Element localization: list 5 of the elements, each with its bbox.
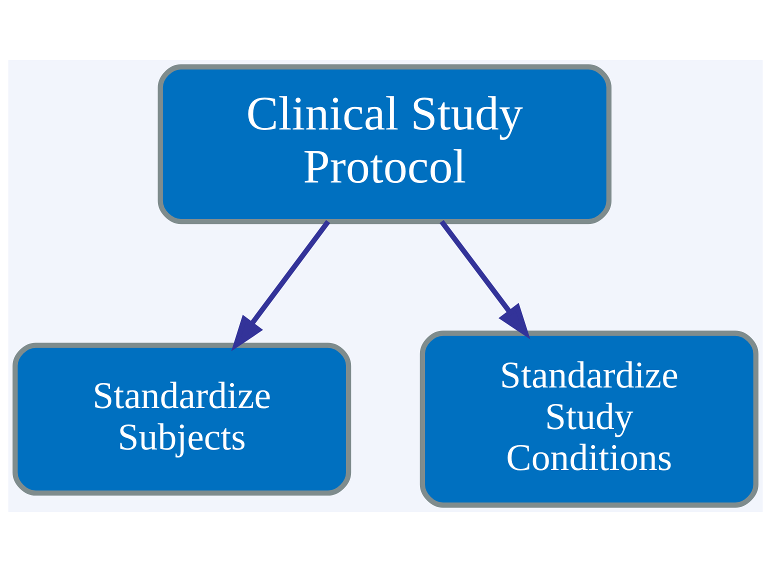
node-box: Standardize Study Conditions	[420, 330, 758, 508]
node-box: Clinical Study Protocol	[158, 64, 612, 224]
arrow	[231, 220, 330, 352]
node-box: Standardize Subjects	[12, 342, 352, 496]
arrow	[440, 220, 530, 340]
